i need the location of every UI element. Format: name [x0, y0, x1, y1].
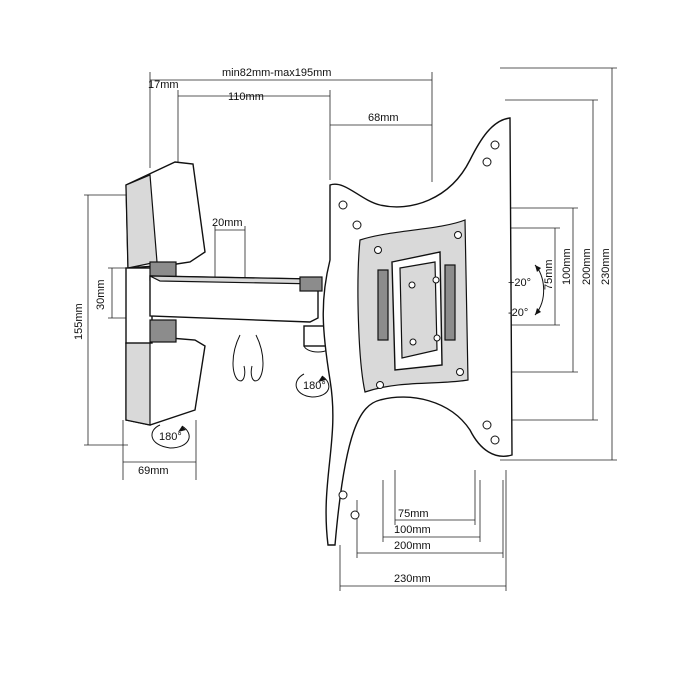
label-arm-span: 110mm [228, 91, 264, 103]
label-vesa-v-200: 200mm [581, 248, 593, 285]
label-vesa-h-100: 100mm [394, 524, 431, 536]
label-vesa-h-230: 230mm [394, 573, 431, 585]
label-swivel-wall: 180° [159, 431, 182, 443]
dimension-labels: min82mm-max195mm 17mm 110mm 68mm 20mm 30… [73, 67, 612, 585]
label-arm-width: 20mm [212, 217, 243, 229]
label-swivel-arm: 180° [303, 380, 326, 392]
label-wall-top-range: min82mm-max195mm [222, 67, 331, 79]
label-tilt-up: +20° [508, 277, 531, 289]
label-vesa-v-100: 100mm [561, 248, 573, 285]
label-vesa-h-200: 200mm [394, 540, 431, 552]
rotation-arrows [151, 264, 545, 449]
dimension-lines [84, 67, 617, 591]
label-arm-height: 30mm [95, 279, 107, 310]
label-tilt-down: -20° [508, 307, 528, 319]
label-vesa-v-75: 75mm [543, 259, 555, 290]
wall-plate [125, 161, 206, 426]
label-pivot-offset: 68mm [368, 112, 399, 124]
label-vesa-h-75: 75mm [398, 508, 429, 520]
label-wall-plate-width: 69mm [138, 465, 169, 477]
label-vesa-v-230: 230mm [600, 248, 612, 285]
label-wall-plate-height: 155mm [73, 303, 85, 340]
vesa-bracket-plate [322, 117, 513, 546]
label-wall-plate-depth: 17mm [148, 79, 179, 91]
